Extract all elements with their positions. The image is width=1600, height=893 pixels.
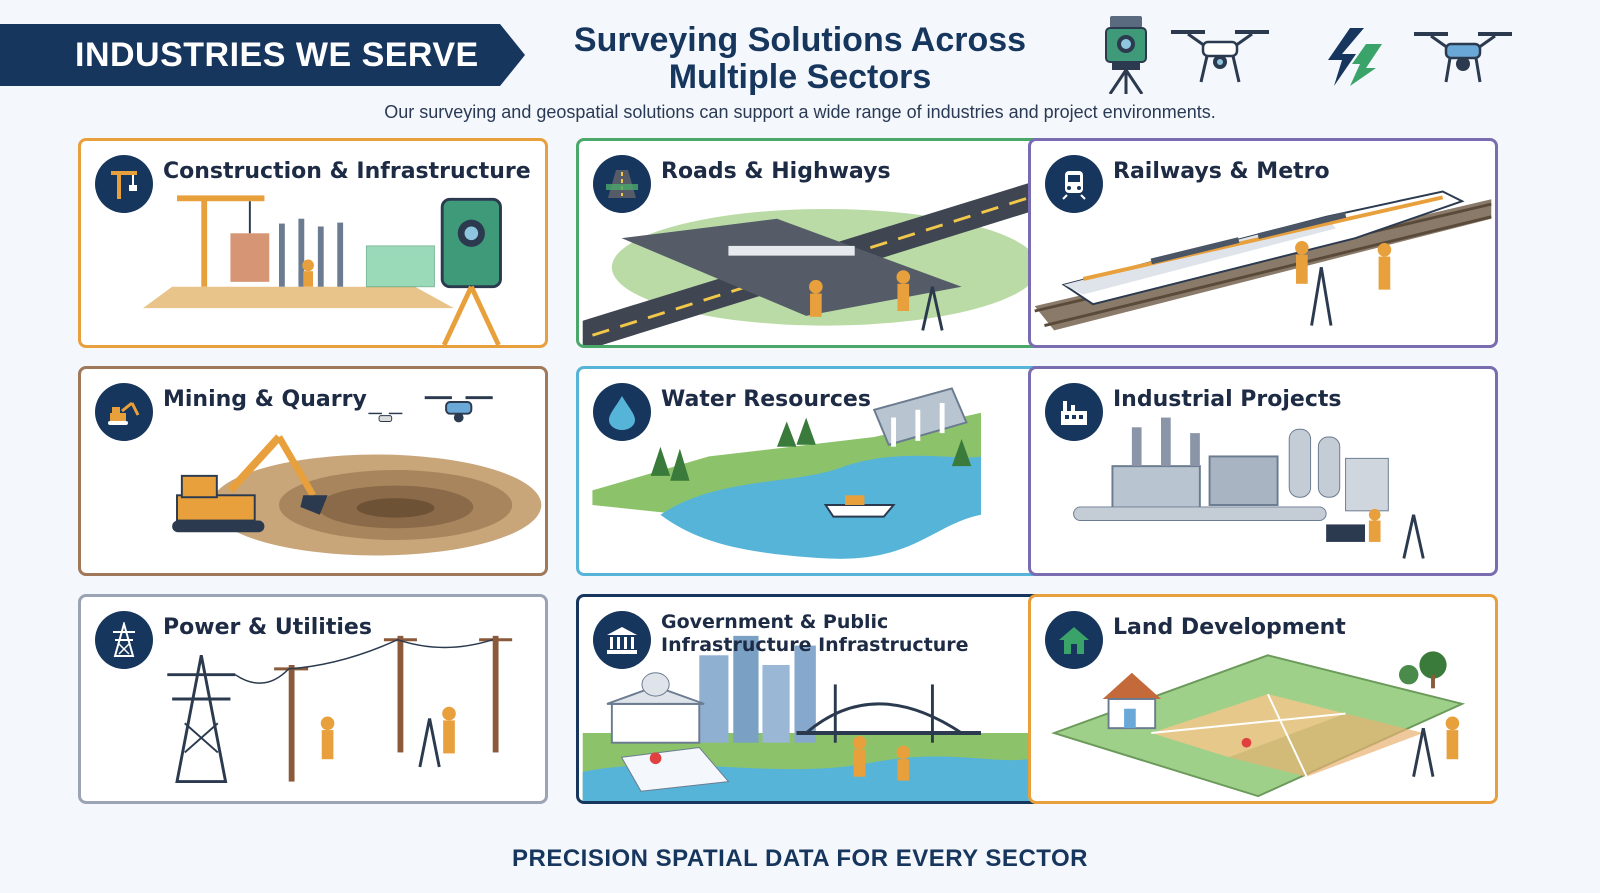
sector-card-power: Power & Utilities xyxy=(78,594,548,804)
mining-scene xyxy=(172,396,542,556)
sector-title: Land Development xyxy=(1113,615,1346,640)
title-line-1: Surveying Solutions Across xyxy=(573,21,1027,59)
house-icon xyxy=(1045,611,1103,669)
footer-tagline: PRECISION SPATIAL DATA FOR EVERY SECTOR xyxy=(511,845,1088,872)
sector-card-industrial: Industrial Projects xyxy=(1028,366,1498,576)
sector-card-railways: Railways & Metro xyxy=(1028,138,1498,348)
sector-grid: Construction & Infrastructure Roads & Hi… xyxy=(78,138,1520,820)
sector-title: Industrial Projects xyxy=(1113,387,1342,412)
sector-card-government: Government & Public Infrastructure Infra… xyxy=(576,594,1046,804)
road-icon xyxy=(593,155,651,213)
water-scene xyxy=(592,387,981,559)
sector-title: Construction & Infrastructure xyxy=(163,159,531,184)
water-drop-icon xyxy=(593,383,651,441)
government-scene xyxy=(582,635,1040,801)
sector-card-water: Water Resources xyxy=(576,366,1046,576)
sector-title: Roads & Highways xyxy=(661,159,891,184)
power-scene xyxy=(167,635,513,784)
roads-scene xyxy=(582,179,1040,345)
power-tower-icon xyxy=(95,611,153,669)
page-subtitle: Our surveying and geospatial solutions c… xyxy=(384,102,1216,122)
land-scene xyxy=(1051,651,1466,798)
drone-icon xyxy=(1414,32,1512,83)
factory-icon xyxy=(1045,383,1103,441)
banner-label: INDUSTRIES WE SERVE xyxy=(75,35,479,74)
sector-card-roads: Roads & Highways xyxy=(576,138,1046,348)
excavator-icon xyxy=(95,383,153,441)
page-title: Surveying Solutions Across Multiple Sect… xyxy=(540,22,1060,96)
header-banner: INDUSTRIES WE SERVE xyxy=(0,24,525,86)
title-line-2: Multiple Sectors xyxy=(668,58,932,96)
sector-title: Mining & Quarry xyxy=(163,387,367,412)
railways-scene xyxy=(1034,190,1492,331)
crane-icon xyxy=(95,155,153,213)
sector-title: Power & Utilities xyxy=(163,615,372,640)
sector-card-mining: Mining & Quarry xyxy=(78,366,548,576)
company-logo-icon xyxy=(1328,28,1382,86)
sector-title: Railways & Metro xyxy=(1113,159,1330,184)
government-building-icon xyxy=(593,611,651,669)
header-icons xyxy=(1105,14,1580,94)
train-icon xyxy=(1045,155,1103,213)
drone-icon xyxy=(1171,30,1269,83)
sector-title: Government & Public Infrastructure Infra… xyxy=(661,611,969,656)
sector-card-construction: Construction & Infrastructure xyxy=(78,138,548,348)
industrial-scene xyxy=(1073,417,1425,559)
construction-scene xyxy=(143,195,502,345)
sector-title: Water Resources xyxy=(661,387,871,412)
sector-card-land: Land Development xyxy=(1028,594,1498,804)
total-station-icon xyxy=(1105,16,1147,94)
